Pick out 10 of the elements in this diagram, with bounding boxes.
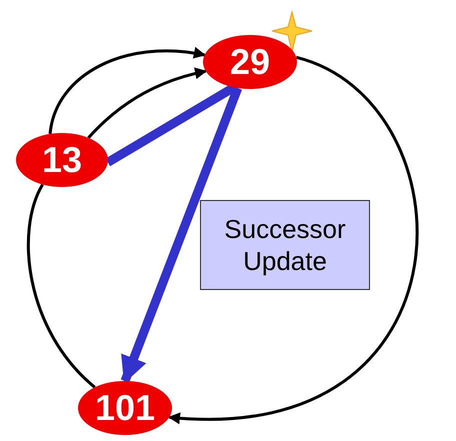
arrow [120, 86, 242, 384]
arrow [48, 47, 206, 134]
arrow [168, 56, 418, 424]
node-oval [203, 35, 297, 89]
process-box [200, 200, 370, 290]
node-label: 29 [230, 41, 270, 83]
node-label: 13 [42, 139, 82, 181]
node-label: 101 [94, 387, 156, 429]
arrow [87, 68, 207, 139]
node-label: Successor Update [223, 212, 347, 278]
